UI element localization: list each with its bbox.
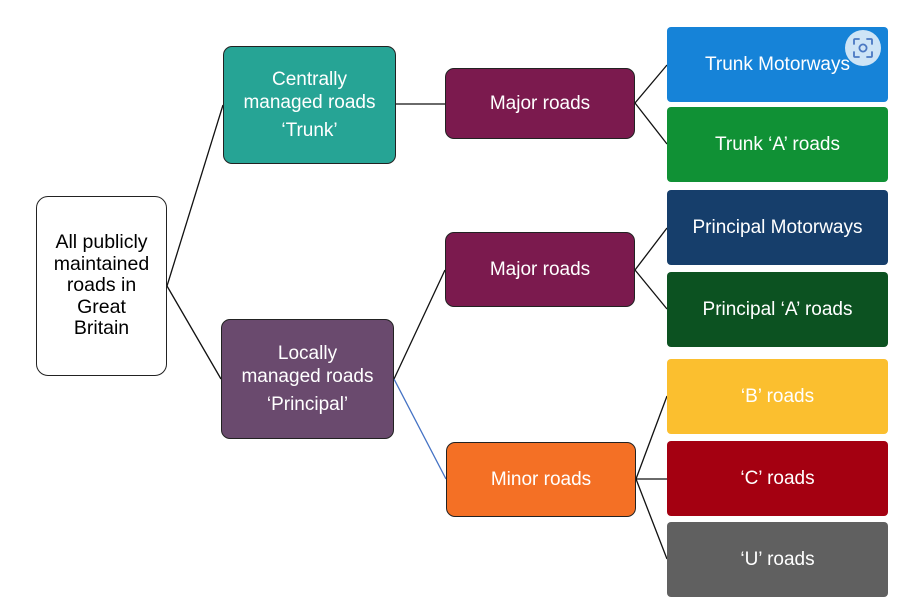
node-label: Principal ‘A’ roads: [702, 298, 853, 320]
connector-major-principal-motorways: [634, 227, 668, 271]
node-text-line: ‘Trunk’: [281, 120, 338, 142]
node-u-roads: ‘U’ roads: [667, 522, 888, 597]
connector-local-minor: [393, 378, 447, 480]
node-c-roads: ‘C’ roads: [667, 441, 888, 516]
connector-minor-b: [635, 395, 668, 480]
node-text-line: managed roads: [241, 365, 374, 387]
node-locally-managed: Locally managed roads ‘Principal’: [221, 319, 394, 439]
node-label: Major roads: [489, 258, 591, 280]
node-principal-a-roads: Principal ‘A’ roads: [667, 272, 888, 347]
node-centrally-managed: Centrally managed roads ‘Trunk’: [223, 46, 396, 164]
connector-major-principal-a: [634, 269, 668, 310]
node-label: ‘B’ roads: [740, 385, 815, 407]
node-label: Major roads: [489, 92, 591, 114]
node-text-line: ‘Principal’: [266, 394, 349, 416]
screen-search-icon[interactable]: [845, 30, 881, 66]
node-text-line: roads in: [66, 274, 137, 297]
node-all-public-roads: All publicly maintained roads in Great B…: [36, 196, 167, 376]
node-label: Trunk ‘A’ roads: [715, 133, 840, 155]
node-text-line: managed roads: [243, 91, 376, 113]
connector-major-trunk-motorways: [634, 64, 668, 104]
connector-minor-u: [635, 478, 668, 560]
node-label: ‘U’ roads: [740, 548, 815, 570]
connector-major-trunk-a: [634, 102, 668, 145]
node-principal-motorways: Principal Motorways: [667, 190, 888, 265]
node-text-line: All publicly: [55, 231, 148, 254]
node-text-line: Great: [77, 295, 126, 318]
connector-root-local: [166, 285, 222, 380]
node-b-roads: ‘B’ roads: [667, 359, 888, 434]
node-label: Minor roads: [490, 468, 592, 490]
node-label: Principal Motorways: [692, 216, 863, 238]
node-trunk-a-roads: Trunk ‘A’ roads: [667, 107, 888, 182]
node-text-line: Locally: [277, 342, 338, 364]
node-minor-roads: Minor roads: [446, 442, 636, 517]
node-text-line: maintained: [53, 252, 150, 275]
node-label: ‘C’ roads: [740, 467, 815, 489]
node-label: Trunk Motorways: [705, 53, 850, 75]
screen-search-icon-glyph: [853, 38, 873, 58]
connector-root-central: [166, 104, 224, 287]
node-text-line: Centrally: [272, 68, 347, 90]
node-major-roads-principal: Major roads: [445, 232, 635, 307]
node-major-roads-trunk: Major roads: [445, 68, 635, 139]
connector-local-major: [393, 269, 446, 380]
node-trunk-motorways: Trunk Motorways: [667, 27, 888, 102]
node-text-line: Britain: [73, 317, 130, 340]
